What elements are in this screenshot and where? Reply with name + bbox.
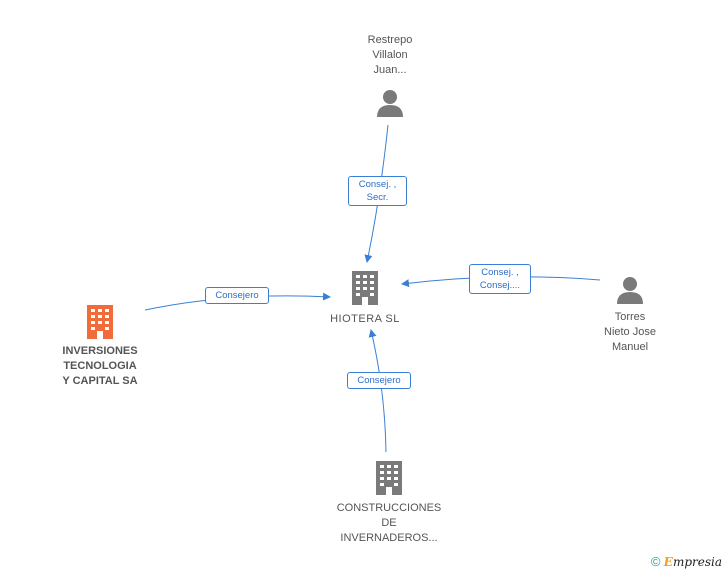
node-construcciones[interactable]: CONSTRUCCIONES DE INVERNADEROS... [324,460,454,546]
edge-label-restrepo-line-1: Consej. , [358,179,397,190]
edge-label-inversiones[interactable]: Consejero [205,287,269,304]
edge-construcciones-line [368,329,387,453]
edge-label-torres-line-1: Consej. , [481,267,519,278]
torres-label-line-2: Nieto Jose [604,326,656,338]
restrepo-label-line-1: Restrepo [367,34,413,46]
restrepo-label-line-3: Juan... [373,64,407,76]
edge-label-torres[interactable]: Consej. , Consej.... [469,264,531,294]
edge-label-construcciones[interactable]: Consejero [347,372,411,389]
building-icon [376,461,402,495]
inversiones-label-line-3: Y CAPITAL SA [62,375,138,387]
edge-label-construcciones-line-1: Consejero [357,375,401,386]
inversiones-label-line-2: TECNOLOGIA [63,360,137,372]
building-icon [352,271,378,305]
node-hiotera[interactable]: HIOTERA SL [320,270,410,327]
edge-label-restrepo[interactable]: Consej. , Secr. [348,176,407,206]
copyright-icon: © [650,554,661,569]
restrepo-label-line-2: Villalon [372,49,408,61]
edge-label-inversiones-line-1: Consejero [215,290,259,301]
person-icon [377,90,403,117]
construcciones-label-line-3: INVERNADEROS... [340,532,438,544]
torres-label-line-3: Manuel [611,341,649,353]
construcciones-label-line-1: CONSTRUCCIONES [336,502,442,514]
node-restrepo[interactable]: Restrepo Villalon Juan... [340,33,440,118]
person-icon [617,277,643,304]
node-torres[interactable]: Torres Nieto Jose Manuel [580,275,680,355]
edge-label-restrepo-line-2: Secr. [366,192,389,203]
building-icon [87,305,113,339]
construcciones-label-line-2: DE [381,517,397,529]
edge-label-torres-line-2: Consej.... [479,280,521,291]
inversiones-label-line-1: INVERSIONES [62,345,138,357]
footer-brand: © Empresia [651,554,722,569]
center-label: HIOTERA SL [330,313,400,325]
brand-logo: Empresia [663,555,722,569]
torres-label-line-1: Torres [614,311,646,323]
node-inversiones[interactable]: INVERSIONES TECNOLOGIA Y CAPITAL SA [45,304,155,389]
